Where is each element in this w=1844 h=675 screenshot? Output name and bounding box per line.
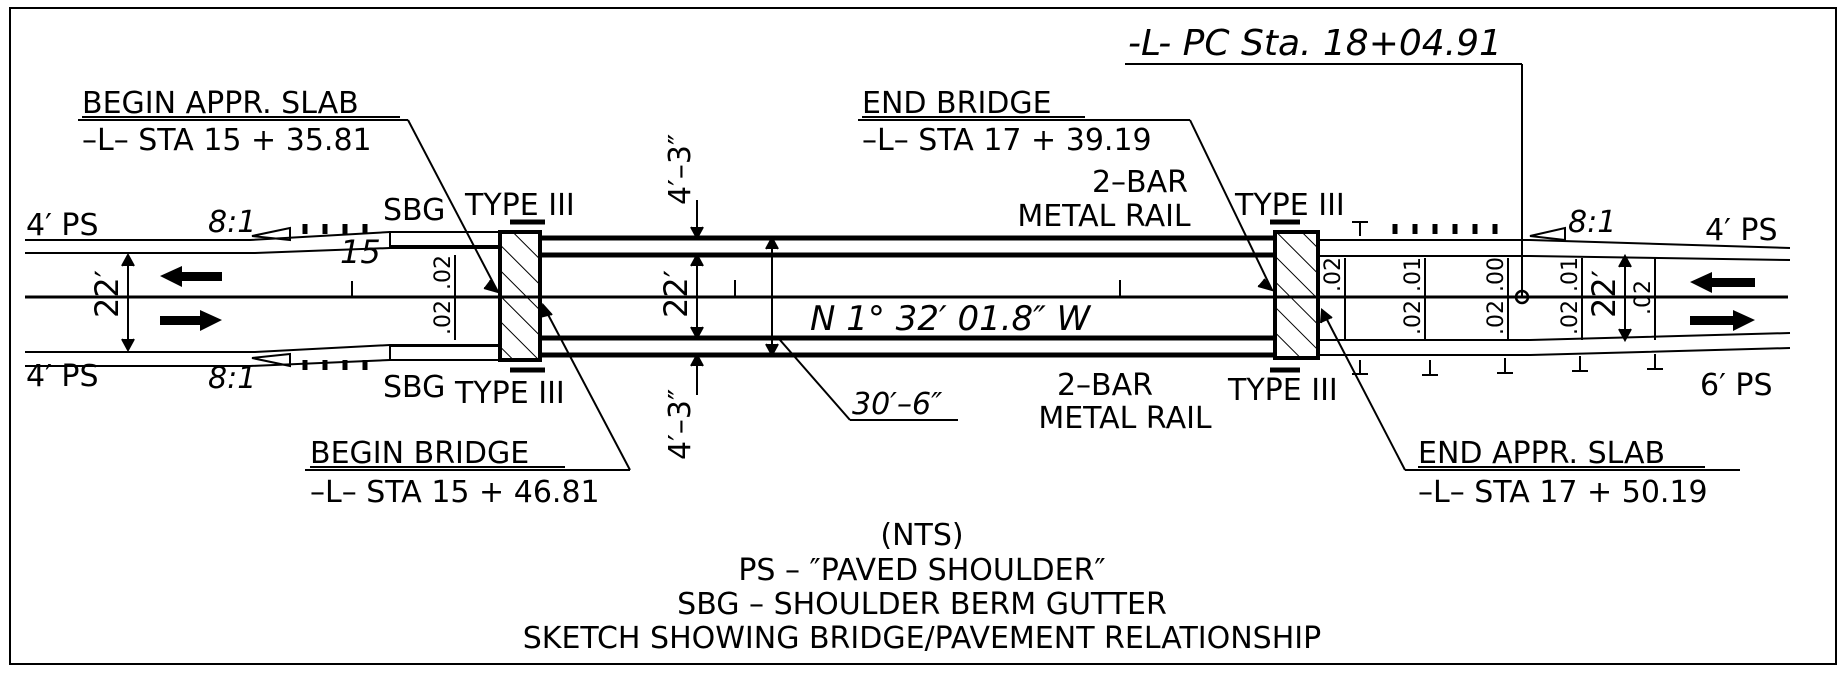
dimension-lines bbox=[121, 200, 1656, 395]
bridge-width-label: 30′–6″ bbox=[852, 387, 943, 422]
arrow-right-icon bbox=[160, 310, 222, 331]
roadway-linework bbox=[25, 221, 1791, 376]
grade-r2-bottom: .02 bbox=[1401, 300, 1426, 335]
grade-r2-top: .01 bbox=[1401, 257, 1426, 292]
begin-appr-slab-title: BEGIN APPR. SLAB bbox=[82, 86, 359, 121]
leader-lines bbox=[78, 63, 1740, 471]
grade-r4-bottom: .02 bbox=[1558, 300, 1583, 335]
rail-top-line1: 2–BAR bbox=[1092, 165, 1188, 200]
begin-bridge-title: BEGIN BRIDGE bbox=[310, 436, 529, 471]
ps-bottom-left: 4′ PS bbox=[26, 359, 99, 394]
notes-block: (NTS) PS – ″PAVED SHOULDER″ SBG – SHOULD… bbox=[523, 518, 1321, 656]
sbg-top-label: SBG bbox=[383, 193, 445, 228]
rail-bottom-line1: 2–BAR bbox=[1057, 368, 1153, 403]
arrow-left-icon bbox=[160, 266, 222, 287]
sbg-bottom-label: SBG bbox=[383, 370, 445, 405]
offset-top: 4′–3″ bbox=[663, 134, 698, 205]
nts-note: (NTS) bbox=[880, 518, 963, 553]
taper-top-left: 8:1 bbox=[208, 205, 256, 240]
type-iii-bottom-left: TYPE III bbox=[454, 376, 565, 411]
type-iii-bottom-right: TYPE III bbox=[1227, 373, 1338, 408]
begin-appr-slab-station: –L– STA 15 + 35.81 bbox=[82, 123, 372, 158]
grade-r5: .02 bbox=[1631, 280, 1656, 315]
slope-15-label: 15 bbox=[340, 233, 381, 271]
width-bridge: 22′ bbox=[657, 270, 695, 318]
grade-left-top: .02 bbox=[431, 255, 456, 290]
traffic-arrows bbox=[160, 266, 1755, 331]
type-iii-top-left: TYPE III bbox=[464, 188, 575, 223]
pc-station-label: -L- PC Sta. 18+04.91 bbox=[1128, 23, 1502, 64]
right-end-bent bbox=[1270, 219, 1320, 373]
grade-r1-top: .02 bbox=[1321, 257, 1346, 292]
width-left: 22′ bbox=[88, 270, 126, 318]
begin-bridge-station: –L– STA 15 + 46.81 bbox=[310, 475, 600, 510]
taper-bottom-left: 8:1 bbox=[208, 361, 256, 396]
ps-top-right: 4′ PS bbox=[1705, 213, 1778, 248]
left-end-bent bbox=[498, 219, 545, 373]
rail-top-line2: METAL RAIL bbox=[1017, 199, 1191, 234]
grade-r4-top: .01 bbox=[1558, 257, 1583, 292]
offset-bottom: 4′–3″ bbox=[663, 389, 698, 460]
ps-bottom-right: 6′ PS bbox=[1700, 368, 1773, 403]
type-iii-top-right: TYPE III bbox=[1234, 188, 1345, 223]
rail-bottom-line2: METAL RAIL bbox=[1038, 401, 1212, 436]
taper-top-right: 8:1 bbox=[1568, 205, 1616, 240]
end-appr-slab-title: END APPR. SLAB bbox=[1418, 436, 1665, 471]
arrow-left-icon bbox=[1690, 272, 1755, 293]
cross-slope-labels: .02 .02 .02 .01 .02 .00 .02 .01 .02 .02 bbox=[431, 255, 1656, 335]
ps-top-left: 4′ PS bbox=[26, 208, 99, 243]
grade-r3-bottom: .02 bbox=[1484, 300, 1509, 335]
sketch-caption: SKETCH SHOWING BRIDGE/PAVEMENT RELATIONS… bbox=[523, 621, 1321, 656]
bearing-label: N 1° 32′ 01.8″ W bbox=[810, 299, 1092, 339]
sbg-definition: SBG – SHOULDER BERM GUTTER bbox=[677, 587, 1167, 622]
end-bridge-title: END BRIDGE bbox=[862, 86, 1052, 121]
ps-definition: PS – ″PAVED SHOULDER″ bbox=[738, 553, 1105, 588]
width-right: 22′ bbox=[1585, 270, 1623, 318]
sheet-border bbox=[9, 7, 1837, 665]
grade-r3-top: .00 bbox=[1484, 257, 1509, 292]
arrow-right-icon bbox=[1690, 310, 1755, 331]
grade-left-bottom: .02 bbox=[431, 300, 456, 335]
end-appr-slab-station: –L– STA 17 + 50.19 bbox=[1418, 475, 1708, 510]
end-bridge-station: –L– STA 17 + 39.19 bbox=[862, 123, 1152, 158]
